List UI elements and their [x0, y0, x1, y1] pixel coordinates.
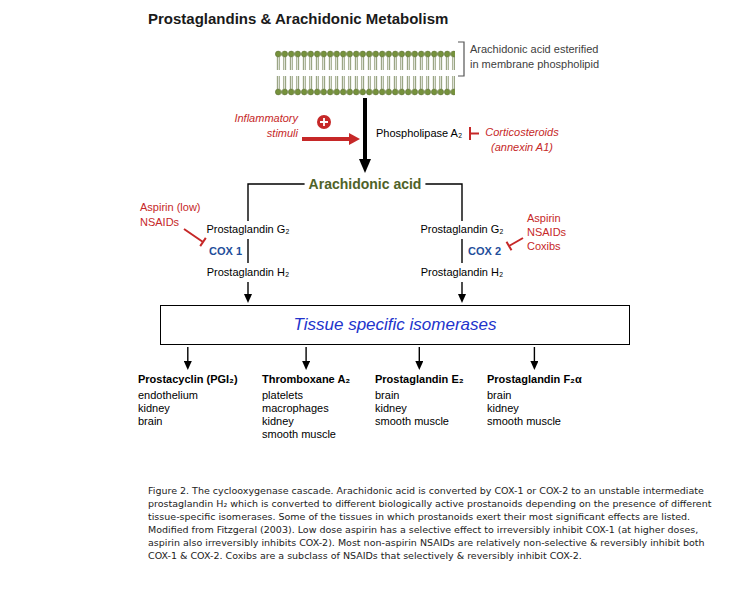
- node-text: Arachidonic acid esterified in membrane …: [470, 42, 604, 72]
- membrane-bracket: [458, 42, 464, 76]
- inhibitor-label: Aspirin NSAIDs Coxibs: [527, 211, 566, 253]
- node-text: Tissue specific isomerases: [294, 315, 497, 335]
- connector: [461, 282, 462, 300]
- tissue-name: endothelium: [138, 389, 238, 402]
- connector: [425, 184, 462, 221]
- prostanoid-name: Prostaglandin E₂: [375, 372, 464, 387]
- node-text: Prostaglandin H₂: [421, 265, 504, 280]
- metabolite-node: Prostaglandin G₂: [420, 222, 503, 237]
- inhibition-bar: [184, 229, 206, 246]
- inhibition-bar: [470, 127, 479, 140]
- figure-caption: Figure 2. The cyclooxygenase cascade. Ar…: [148, 484, 722, 562]
- tissue-name: kidney: [262, 415, 350, 428]
- prostanoid-name: Thromboxane A₂: [262, 372, 350, 387]
- prostanoid-node: Prostaglandin E₂ brainkidneysmooth muscle: [375, 372, 464, 428]
- node-text: Prostaglandin G₂: [420, 222, 503, 237]
- tissue-name: brain: [138, 415, 238, 428]
- connector: [247, 282, 248, 300]
- connector: [419, 347, 420, 367]
- inhibition-bar: [507, 238, 524, 250]
- prostanoid-name: Prostacyclin (PGI₂): [138, 372, 238, 387]
- tissue-name: kidney: [375, 402, 464, 415]
- diagram-title: Prostaglandins & Arachidonic Metabolism: [148, 10, 448, 27]
- stimulus-label: Inflammatory stimuli: [234, 111, 298, 141]
- tissue-name: kidney: [138, 402, 238, 415]
- tissue-name: kidney: [487, 402, 582, 415]
- stimulus-arrow: [302, 137, 350, 141]
- stimulus-arrowhead: [349, 133, 360, 145]
- node-text: Prostaglandin G₂: [206, 222, 289, 237]
- tissue-name: smooth muscle: [262, 428, 350, 441]
- connector: [461, 239, 462, 263]
- tissue-name: brain: [487, 389, 582, 402]
- node-text: Arachidonic acid: [309, 175, 422, 193]
- connector: [247, 239, 248, 263]
- tissue-name: smooth muscle: [375, 415, 464, 428]
- connector: [534, 347, 535, 367]
- enzyme-label: COX 1: [208, 244, 243, 259]
- prostanoid-node: Prostaglandin F₂α brainkidneysmooth muscl…: [487, 372, 582, 428]
- connector: [248, 184, 305, 221]
- metabolite-node: Prostaglandin H₂: [421, 265, 504, 280]
- membrane-node: Arachidonic acid esterified in membrane …: [275, 50, 455, 96]
- process-box: Tissue specific isomerases: [160, 305, 630, 345]
- lipid-pattern: [275, 50, 455, 96]
- tissue-name: platelets: [262, 389, 350, 402]
- connector: [305, 347, 306, 367]
- metabolite-node: Prostaglandin G₂: [206, 222, 289, 237]
- prostanoid-node: Thromboxane A₂ plateletsmacrophageskidney…: [262, 372, 350, 441]
- metabolite-node: Arachidonic acid: [309, 175, 422, 193]
- inhibitor-label: Corticosteroids (annexin A1): [481, 125, 563, 155]
- inhibitor-label: Aspirin (low) NSAIDs: [140, 200, 208, 230]
- node-text: Prostaglandin H₂: [207, 265, 290, 280]
- tissue-name: smooth muscle: [487, 415, 582, 428]
- prostanoid-name: Prostaglandin F₂α: [487, 372, 582, 387]
- membrane-bilayer: [275, 50, 455, 96]
- plus-sign: [320, 118, 328, 126]
- metabolite-node: Prostaglandin H₂: [207, 265, 290, 280]
- tissue-name: brain: [375, 389, 464, 402]
- plus-symbol: [317, 115, 331, 129]
- connector: [363, 98, 367, 167]
- enzyme-label: Phospholipase A₂: [376, 126, 462, 141]
- tissue-name: macrophages: [262, 402, 350, 415]
- prostanoid-node: Prostacyclin (PGI₂) endotheliumkidneybrai…: [138, 372, 238, 428]
- connector: [187, 347, 188, 367]
- enzyme-label: COX 2: [467, 244, 502, 259]
